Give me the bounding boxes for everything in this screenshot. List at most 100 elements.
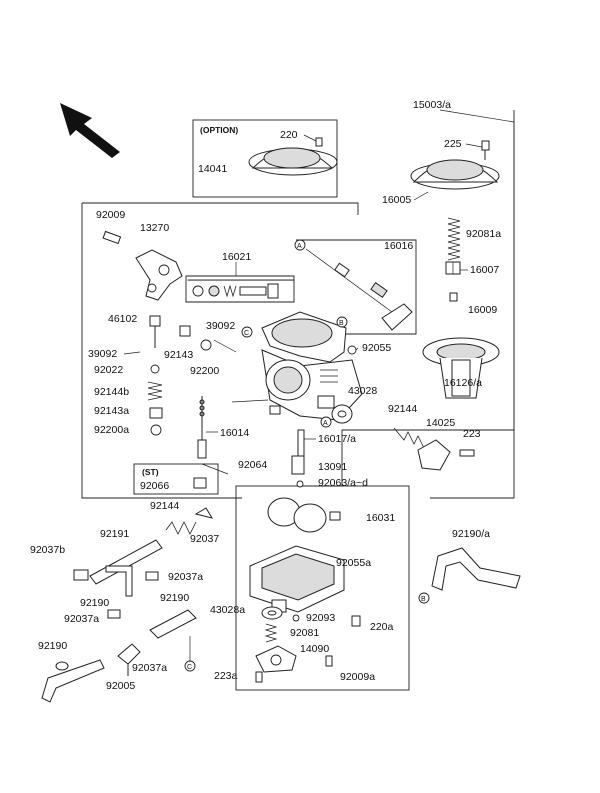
option-box-screw-label: 220: [280, 129, 298, 141]
option-box-title: (OPTION): [200, 125, 238, 135]
needle-holder-16009-drawing: [449, 292, 458, 302]
label-43028: 43028: [348, 385, 377, 397]
label-92144a: 92144: [388, 403, 417, 415]
st-part-drawing: [193, 477, 207, 489]
label-92037a1: 92037a: [168, 571, 203, 583]
main-assembly-frame-top: [82, 202, 359, 215]
gasket-43028a-drawing: [261, 606, 283, 620]
spring-seat-16007-drawing: [445, 261, 461, 275]
needle-jet-16017a-drawing: [297, 429, 305, 457]
float-16031-drawing: [267, 497, 341, 533]
label-39092b: 39092: [206, 320, 235, 332]
collar-92143a-drawing: [149, 407, 163, 419]
needle-box-frame: [185, 275, 295, 303]
gasket-43028-drawing: [331, 404, 353, 424]
connector-a-top-label: A: [297, 243, 302, 250]
label-92190c: 92190: [160, 592, 189, 604]
top-cover-drawing: [410, 159, 500, 190]
washer-92200-drawing: [200, 339, 237, 353]
hose-92190-lower-drawing: [41, 659, 105, 703]
st-box-title: (ST): [142, 467, 159, 477]
label-14025: 14025: [426, 417, 455, 429]
label-92081: 92081: [290, 627, 319, 639]
hose-92191-drawing: [73, 539, 163, 585]
connector-c-lower-label: C: [187, 664, 192, 671]
label-92191: 92191: [100, 528, 129, 540]
pilot-screw-16021-drawing: [192, 283, 279, 299]
label-92200: 92200: [190, 365, 219, 377]
connector-a-body-label: A: [323, 420, 328, 427]
jet-needle-16014-drawing: [197, 396, 207, 459]
label-92009a: 92009a: [340, 671, 375, 683]
label-14090: 14090: [300, 643, 329, 655]
diaphragm-piston-drawing: [422, 337, 500, 399]
label-223a: 223a: [214, 670, 238, 682]
label-92022: 92022: [94, 364, 123, 376]
label-92200a: 92200a: [94, 424, 129, 436]
connector-c-lower: C: [184, 660, 196, 672]
label-13270: 13270: [140, 222, 169, 234]
connector-b-body: B: [336, 316, 348, 328]
option-box-part-label: 14041: [198, 163, 227, 175]
screw-92009-drawing: [102, 230, 122, 245]
label-39092a: 39092: [88, 348, 117, 360]
bracket-13270-drawing: [135, 249, 183, 301]
cover-14090-drawing: [255, 645, 297, 673]
label-13091: 13091: [318, 461, 347, 473]
label-223: 223: [463, 428, 481, 440]
label-92190a: 92190/a: [452, 528, 490, 540]
label-92037a3: 92037a: [132, 662, 167, 674]
label-92064: 92064: [238, 459, 267, 471]
spring-92081a-drawing: [447, 217, 461, 261]
hose-92190-mid-drawing: [149, 609, 197, 639]
needle-valve-box-frame: [296, 239, 417, 335]
option-box-frame: [192, 119, 338, 198]
cover-14025-drawing: [417, 439, 475, 471]
label-92144b2: 92144: [150, 500, 179, 512]
label-16126a: 16126/a: [444, 377, 482, 389]
label-92093: 92093: [306, 612, 335, 624]
label-92009: 92009: [96, 209, 125, 221]
connector-b-lower-label: B: [421, 596, 426, 603]
label-16005: 16005: [382, 194, 411, 206]
connector-b-body-label: B: [339, 320, 344, 327]
label-92055a: 92055a: [336, 557, 371, 569]
lever-46102-drawing: [149, 315, 161, 348]
label-92190d: 92190: [38, 640, 67, 652]
label-16014: 16014: [220, 427, 249, 439]
label-15003a: 15003/a: [413, 99, 451, 111]
front-direction-arrow-icon: [60, 103, 120, 158]
starter-plunger-16016-drawing: [305, 248, 413, 331]
label-43028a: 43028a: [210, 604, 245, 616]
spring-92144b-drawing: [147, 381, 163, 401]
fitting-92005-drawing: [117, 643, 141, 676]
label-92144b: 92144b: [94, 386, 129, 398]
label-220a: 220a: [370, 621, 394, 633]
label-16007: 16007: [470, 264, 499, 276]
label-92005: 92005: [106, 680, 135, 692]
label-92081a: 92081a: [466, 228, 501, 240]
hose-92190a-drawing: [431, 547, 521, 591]
label-46102: 46102: [108, 313, 137, 325]
float-chamber-frame: [235, 485, 410, 691]
label-225: 225: [444, 138, 462, 150]
connector-a-body: A: [320, 416, 332, 428]
spring-92144-drawing: [393, 427, 425, 449]
label-16009: 16009: [468, 304, 497, 316]
main-jet-13091-drawing: [291, 455, 305, 475]
float-chamber-drawing: [249, 545, 345, 613]
label-92037b: 92037b: [30, 544, 65, 556]
screw-220a-drawing: [351, 615, 361, 627]
label-92063ad: 92063/a~d: [318, 477, 368, 489]
label-16021: 16021: [222, 251, 251, 263]
label-16016: 16016: [384, 240, 413, 252]
collar-92143-drawing: [179, 325, 191, 337]
st-box-part-label: 92066: [140, 480, 169, 492]
label-92190b: 92190: [80, 597, 109, 609]
label-92055: 92055: [362, 342, 391, 354]
main-frame-right: [430, 110, 515, 499]
hose-upper-drawing: [105, 565, 133, 597]
washer-92200a-drawing: [150, 424, 162, 436]
label-92037: 92037: [190, 533, 219, 545]
